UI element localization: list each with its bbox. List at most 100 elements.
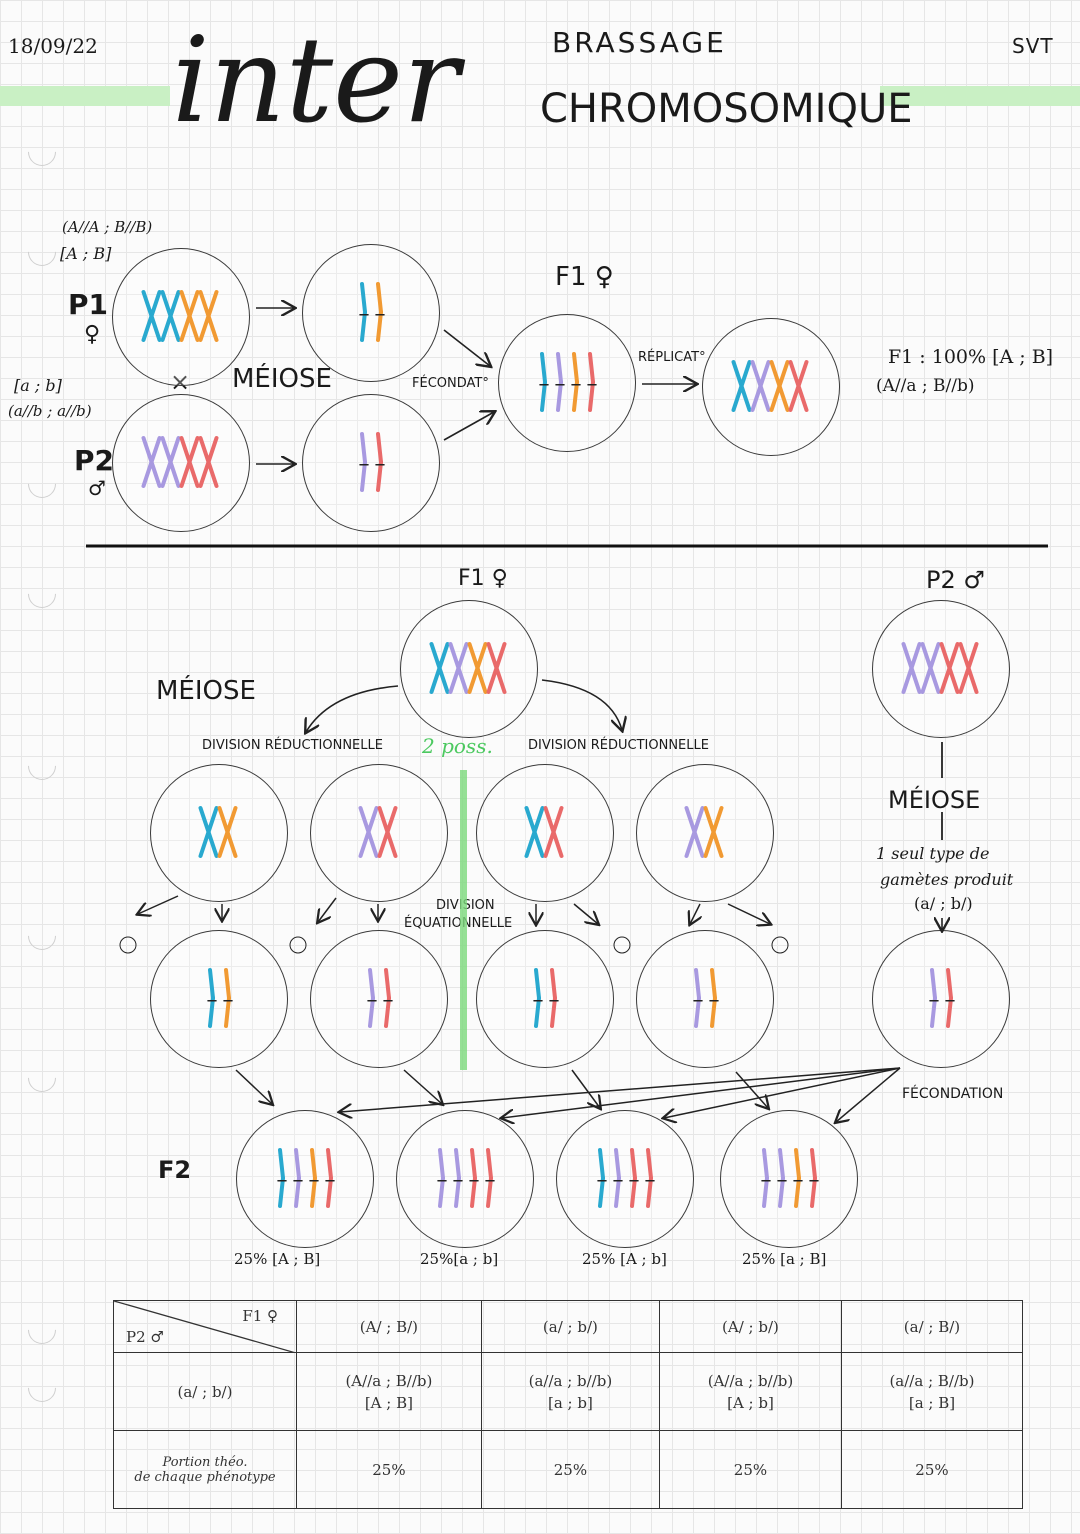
chromatid (278, 1148, 285, 1180)
chromatid (160, 436, 181, 488)
gamete-p1 (302, 244, 440, 382)
chromatid (778, 1176, 785, 1208)
row-proportion-label: Portion théo. de chaque phénotype (113, 1430, 297, 1509)
chromatid (217, 806, 238, 858)
cell-1: (A//a ; B//b)[A ; B] (296, 1352, 482, 1431)
header-highlight-right (880, 86, 1080, 106)
chromatid (550, 996, 557, 1028)
fecondation-label: FÉCONDAT° (412, 376, 489, 391)
cell-2-genotype: (a//a ; b//b) (528, 1371, 613, 1390)
arrow-g1-f2 (235, 1069, 272, 1104)
cell-reduc-2 (310, 764, 448, 902)
cell-3-phenotype: [A ; b] (727, 1393, 774, 1412)
gamete-f1-3 (476, 930, 614, 1068)
chromatid (598, 1176, 605, 1208)
replication-label: RÉPLICAT° (638, 350, 706, 365)
chromatid (310, 1176, 317, 1208)
cell-4-genotype: (a//a ; B//b) (889, 1371, 975, 1390)
arrow-p2-f2-3 (664, 1067, 901, 1118)
chromatid (946, 996, 953, 1028)
f2-result-2: 25%[a ; b] (420, 1250, 499, 1268)
meiose-label: MÉIOSE (232, 364, 332, 394)
chromatid (810, 1148, 817, 1180)
chromatid (278, 1176, 285, 1208)
cell-1-genotype: (A//a ; B//b) (345, 1371, 433, 1390)
div-reduc-left: DIVISION RÉDUCTIONNELLE (202, 738, 383, 753)
chromatid (358, 806, 379, 858)
chromatid (710, 996, 717, 1028)
chromatid (778, 1148, 785, 1180)
chromatid (810, 1176, 817, 1208)
chromatid (368, 968, 375, 1000)
two-possibilities: 2 poss. (422, 734, 493, 758)
row-gamete: (a/ ; b/) (113, 1352, 297, 1431)
row-proportion-line1: Portion théo. (162, 1454, 248, 1470)
chromatid (630, 1176, 637, 1208)
corner-top: F1 ♀ (242, 1307, 278, 1325)
date: 18/09/22 (8, 34, 98, 58)
chromatid (769, 360, 790, 412)
page-title-script: inter (172, 11, 460, 149)
chromatid (470, 1176, 477, 1208)
chromatid (684, 806, 705, 858)
chromatid (326, 1148, 333, 1180)
chromatid (588, 380, 595, 412)
p1-genotype: (A//A ; B//B) (62, 218, 153, 236)
chromatid (540, 380, 547, 412)
cell-reduc-3 (476, 764, 614, 902)
corner-bottom: P2 ♂ (126, 1328, 164, 1346)
arrow-g3-f2 (571, 1069, 600, 1108)
chromatid (710, 968, 717, 1000)
chromatid (556, 380, 563, 412)
cell-2-phenotype: [a ; b] (547, 1393, 593, 1412)
chromatid (467, 642, 488, 694)
gamete-f1-2 (310, 930, 448, 1068)
chromatid (762, 1176, 769, 1208)
chromatid (486, 1176, 493, 1208)
arrow-eq-2a (318, 897, 337, 922)
p2-note-line1: 1 seul type de (876, 844, 990, 863)
chromatid (454, 1176, 461, 1208)
div-equat-line2: ÉQUATIONNELLE (404, 916, 513, 931)
chromatid (360, 282, 367, 314)
chromatid (294, 1176, 301, 1208)
chromatid (141, 436, 162, 488)
arrow-reduc-right (541, 679, 622, 730)
chromatid (572, 380, 579, 412)
chromatid (646, 1148, 653, 1180)
arrow-g4-f2 (735, 1071, 768, 1108)
chromatid (294, 1148, 301, 1180)
meiose-label-2: MÉIOSE (156, 676, 256, 706)
chromatid (179, 436, 200, 488)
arrow-p2-f2-4 (836, 1067, 901, 1122)
cell-p2-meiosis (872, 600, 1010, 738)
chromatid (198, 436, 219, 488)
gamete-f1-4 (636, 930, 774, 1068)
chromatid (794, 1148, 801, 1180)
f1-result-line1: F1 : 100% [A ; B] (888, 346, 1054, 368)
chromatid (486, 642, 507, 694)
chromatid (534, 996, 541, 1028)
chromatid (448, 642, 469, 694)
p2-note-line2: gamètes produit (880, 870, 1014, 889)
arrow-g2-f2 (403, 1069, 442, 1104)
chromatid (901, 642, 922, 694)
cell-f2-1 (236, 1110, 374, 1248)
gamete-p2 (302, 394, 440, 532)
col-header-2: (a/ ; b/) (480, 1300, 660, 1353)
chromatid (224, 996, 231, 1028)
cell-p2 (112, 394, 250, 532)
chromatid (384, 996, 391, 1028)
chromatid (524, 806, 545, 858)
f2-label: F2 (158, 1156, 192, 1184)
fecondation: FÉCONDATION (902, 1086, 1004, 1102)
chromatid (454, 1148, 461, 1180)
chromatid (694, 968, 701, 1000)
cell-f2-4 (720, 1110, 858, 1248)
chromatid (543, 806, 564, 858)
chromatid (429, 642, 450, 694)
arrow-eq-4b (727, 903, 770, 924)
arrow-eq-1a (138, 895, 179, 914)
gamete-f1-1 (150, 930, 288, 1068)
gamete-p2-single (872, 930, 1010, 1068)
